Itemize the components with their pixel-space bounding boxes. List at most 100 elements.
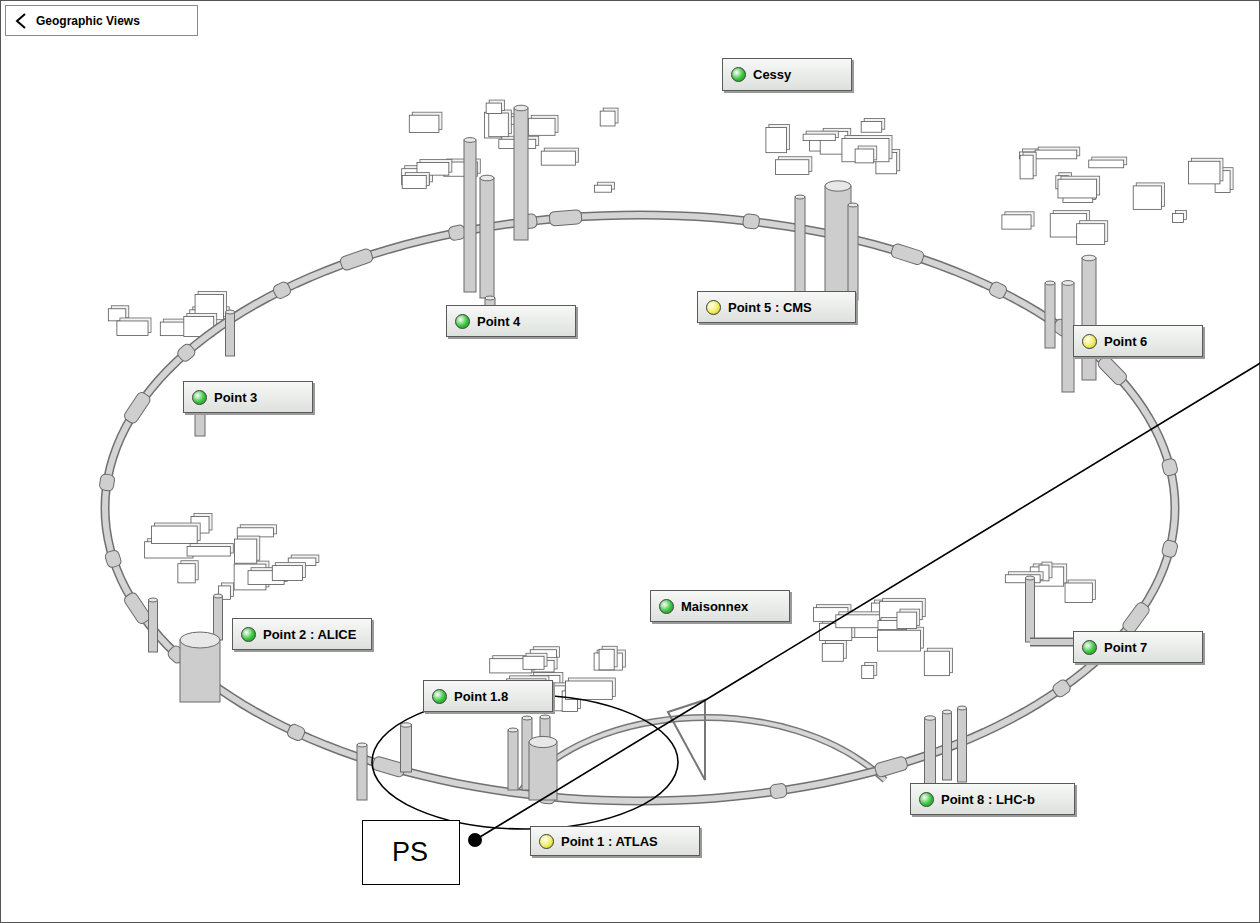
shaft-body — [149, 600, 158, 652]
ring-cavern — [890, 243, 925, 266]
shaft-top — [485, 296, 495, 300]
cavern-body — [99, 473, 115, 491]
label-text: Point 8 : LHC-b — [941, 792, 1035, 807]
shaft-top — [848, 203, 858, 207]
status-dot — [455, 314, 470, 329]
status-label: Point 1 : ATLAS — [530, 826, 700, 856]
status-label: Point 5 : CMS — [697, 291, 856, 323]
shaft-top — [522, 716, 532, 720]
building — [1035, 147, 1080, 159]
building — [1058, 176, 1100, 198]
building — [1133, 183, 1164, 209]
status-dot — [1082, 640, 1097, 655]
shaft-body — [943, 712, 952, 780]
building — [1065, 580, 1095, 602]
building-face — [1035, 150, 1077, 159]
building — [766, 125, 790, 153]
gallery-inner — [1030, 639, 1075, 645]
cavern-body — [890, 243, 925, 266]
shaft-cylinder — [1045, 281, 1055, 348]
back-chevron — [14, 12, 28, 30]
building — [861, 118, 885, 132]
shaft-cylinder — [825, 181, 851, 300]
status-dot — [241, 627, 256, 642]
building — [600, 108, 618, 126]
ring-cavern — [874, 756, 909, 778]
building-face — [855, 149, 874, 163]
shaft-cylinder — [508, 728, 518, 790]
cavern-body — [1051, 678, 1072, 699]
status-label: Point 1.8 — [423, 680, 553, 712]
building — [272, 563, 305, 581]
status-label: Point 8 : LHC-b — [910, 783, 1075, 815]
shaft-body — [214, 596, 223, 640]
shaft-top — [401, 723, 412, 727]
building — [775, 157, 811, 175]
shaft-body — [848, 205, 858, 300]
building-face — [775, 160, 808, 175]
cavern-body — [339, 248, 374, 272]
shaft-top — [357, 743, 367, 747]
shaft-body — [357, 745, 367, 800]
shaft-top — [1082, 255, 1096, 261]
building-face — [924, 651, 949, 675]
cavern-body — [1121, 601, 1151, 635]
building-face — [541, 151, 575, 165]
shaft-body — [958, 708, 967, 782]
shaft-top — [540, 715, 550, 719]
status-label: Maisonnex — [650, 590, 790, 622]
status-label: Point 3 — [183, 381, 313, 413]
shaft-cylinder — [1082, 255, 1096, 380]
building — [855, 146, 877, 163]
ring-cavern — [1121, 601, 1151, 635]
ring-cavern — [99, 473, 115, 491]
shaft-cylinder — [514, 105, 528, 240]
shaft-top — [180, 632, 220, 648]
ring-cavern — [176, 342, 197, 363]
shaft-cylinder — [464, 138, 476, 292]
cavern-body — [549, 210, 582, 226]
leader-line — [475, 362, 1260, 840]
shaft-top — [825, 181, 851, 191]
building-face — [862, 665, 874, 678]
building-face — [235, 539, 257, 563]
building-face — [489, 113, 509, 137]
shaft-body — [795, 197, 805, 300]
shaft-top — [149, 598, 158, 602]
building — [235, 536, 260, 563]
status-dot — [919, 792, 934, 807]
shaft-top — [1026, 576, 1035, 580]
building — [1002, 212, 1034, 229]
lhc-ring — [99, 210, 1179, 805]
ring-cavern — [770, 783, 788, 799]
label-text: Maisonnex — [681, 599, 748, 614]
shaft-top — [480, 175, 494, 181]
label-text: Point 6 — [1104, 334, 1147, 349]
cavern-body — [123, 591, 152, 625]
building — [486, 100, 504, 113]
building-face — [486, 103, 501, 113]
building — [237, 525, 276, 537]
building-face — [877, 630, 920, 651]
shaft-cylinder — [226, 310, 235, 356]
shaft-top — [1045, 281, 1055, 285]
building — [862, 662, 877, 678]
shaft-top — [943, 710, 952, 714]
cavern-body — [448, 224, 466, 241]
cavern-body — [1161, 458, 1179, 477]
shaft-top — [1062, 281, 1074, 286]
shaft-cylinder — [480, 175, 494, 298]
building-face — [1133, 186, 1161, 209]
shaft-cylinder — [214, 594, 223, 640]
cavern-body — [104, 549, 122, 569]
shaft-body — [401, 725, 412, 772]
shaft-cylinder — [795, 195, 805, 300]
chevron-path — [17, 14, 25, 28]
building-face — [861, 121, 882, 132]
label-text: Geographic Views — [36, 14, 140, 28]
cavern-body — [988, 280, 1009, 300]
building-face — [565, 681, 612, 699]
ring-cavern — [286, 723, 306, 742]
building-face — [1065, 583, 1092, 602]
building-face — [803, 134, 835, 140]
